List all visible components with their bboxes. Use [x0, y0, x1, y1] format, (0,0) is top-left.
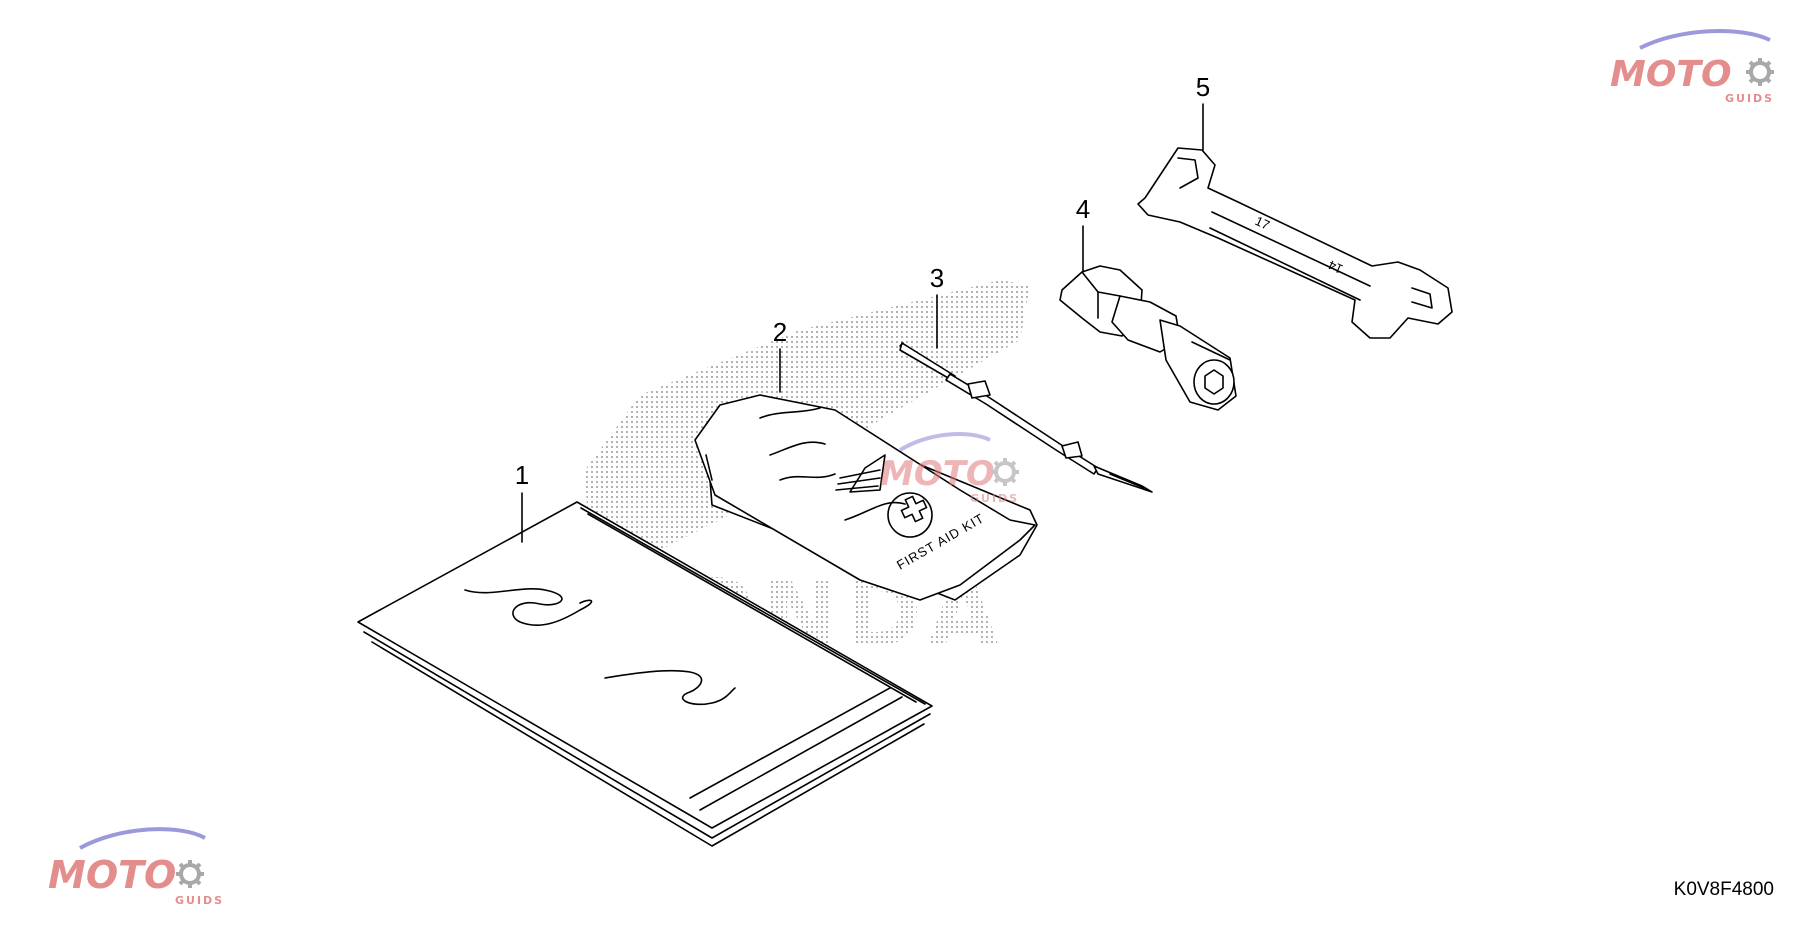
- watermark-sub-text: GUIDS: [1725, 92, 1774, 105]
- watermark-main-text: MOTO: [1610, 54, 1732, 95]
- callout-2: 2: [773, 317, 787, 347]
- watermark-main-text: MOTO: [880, 454, 995, 494]
- wrench-size-14: 14: [1326, 257, 1345, 277]
- watermark-logo-bottom-left: MOTO GUIDS: [48, 827, 224, 907]
- callout-5: 5: [1196, 72, 1210, 102]
- watermark-sub-text: GUIDS: [970, 492, 1019, 505]
- part-1-manual-bag: [357, 501, 933, 847]
- callout-1: 1: [515, 460, 529, 490]
- part-4-socket-wrench: [1059, 265, 1237, 411]
- watermark-sub-text: GUIDS: [175, 894, 224, 907]
- wrench-size-17: 17: [1253, 213, 1272, 233]
- part-number: K0V8F4800: [1673, 879, 1774, 900]
- callout-3: 3: [930, 263, 944, 293]
- part-5-open-end-wrench: 17 14: [1137, 147, 1453, 339]
- watermark-logo-center: MOTO GUIDS: [880, 432, 1021, 505]
- watermark-main-text: MOTO: [48, 853, 176, 897]
- watermark-logo-top-right: MOTO GUIDS: [1610, 28, 1776, 105]
- leader-lines: [521, 103, 1204, 543]
- callout-4: 4: [1076, 194, 1090, 224]
- part-3-screwdriver: [899, 342, 1153, 493]
- part-2-first-aid-kit: FIRST AID KIT: [694, 394, 1038, 601]
